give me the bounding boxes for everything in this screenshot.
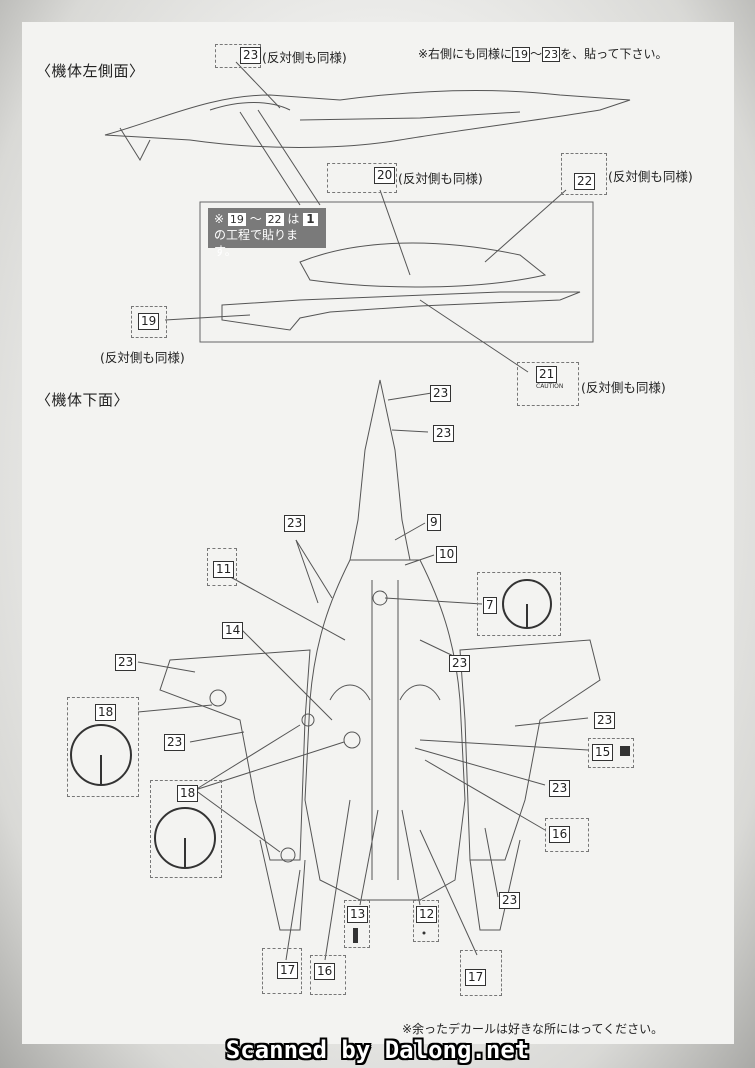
callout-particle: は [287,212,300,226]
bottom-view-left-wing [159,649,311,861]
label-23-nose-a: 23 [430,385,452,402]
decal-box-15 [588,738,634,768]
note-text-pre: ※右側にも同様に [418,47,513,61]
label-23-right-wing: 23 [594,712,616,729]
decal-box-17a [262,948,302,994]
label-13: 13 [347,906,369,923]
label-23-center: 23 [449,655,471,672]
bottom-view-right-fin [469,839,521,931]
callout-step-number: 1 [303,213,318,226]
decal-box-7 [477,572,561,636]
label-15: 15 [592,744,614,761]
label-23-left-wing: 23 [115,654,137,671]
bottom-view-left-fin [259,839,306,931]
bottom-view-body [304,559,466,901]
label-23-side: 23 [240,47,262,64]
same-opposite-label-19: (反対側も同様) [100,350,185,365]
section-title-side-view: 〈機体左側面〉 [36,62,145,80]
same-opposite-label-23: (反対側も同様) [262,50,347,65]
step-callout: ※ 19 〜 22 は 1 の工程で貼ります。 [208,208,326,258]
label-23-nose-b: 23 [433,425,455,442]
decal-box-17b [460,950,502,996]
same-opposite-label-21: (反対側も同様) [581,380,666,395]
label-16-b: 16 [314,963,336,980]
inset-lower-hull [221,291,581,331]
note-number-from: 19 [512,47,531,62]
label-9: 9 [427,514,441,531]
decal-box-22 [561,153,607,195]
bottom-view-right-wing [459,639,601,861]
decal-21-caution: CAUTION [536,383,564,390]
side-view-inset-frame [199,201,594,343]
decal-18-circle-b [154,807,216,869]
callout-mark: ※ [214,212,225,226]
same-opposite-label-20: (反対側も同様) [398,171,483,186]
decal-box-18b [150,780,222,878]
decal-7-circle [502,579,552,629]
side-view-fuselage [104,90,631,148]
note-number-to: 23 [542,47,561,62]
section-title-bottom-view: 〈機体下面〉 [36,391,130,409]
note-tilde: 〜 [530,47,543,61]
callout-tilde: 〜 [249,212,262,226]
side-view-tail [119,127,151,162]
label-12: 12 [416,906,438,923]
decal-box-11 [207,548,237,586]
label-23-left-mid: 23 [164,734,186,751]
label-16-a: 16 [549,826,571,843]
decal-box-21 [517,362,579,406]
side-view-canopy [209,102,291,111]
label-23-fore-left: 23 [284,515,306,532]
label-7: 7 [483,597,497,614]
leftover-decal-note: ※余ったデカールは好きな所にはってください。 [402,1022,664,1036]
callout-number-from: 19 [227,213,246,226]
label-20: 20 [374,167,396,184]
label-14: 14 [222,622,244,639]
decal-box-19 [131,306,167,338]
callout-line2: の工程で貼ります。 [214,228,299,258]
scan-watermark: Scanned by Dalong.net [225,1036,530,1064]
decal-box-18a [67,697,139,797]
decal-box-13 [344,900,370,948]
note-text-post: を、貼って下さい。 [560,47,668,61]
decal-box-16b [310,955,346,995]
decal-13-bar [353,928,358,943]
same-opposite-label-22: (反対側も同様) [608,169,693,184]
callout-number-to: 22 [265,213,284,226]
label-17-a: 17 [277,962,299,979]
bottom-view-nose [349,379,411,561]
label-18-b: 18 [177,785,199,802]
decal-box-12 [413,900,439,942]
label-17-b: 17 [465,969,487,986]
decal-box-20 [327,163,397,193]
decal-18-circle-a [70,724,132,786]
label-21: 21 [536,366,558,383]
label-18-a: 18 [95,704,117,721]
label-22: 22 [574,173,596,190]
label-19: 19 [138,313,160,330]
label-23-right-aft: 23 [499,892,521,909]
decal-15-square [620,746,630,756]
label-23-right-mid: 23 [549,780,571,797]
decal-box-16a [545,818,589,852]
inset-fuselage [299,242,547,288]
label-11: 11 [213,561,235,578]
label-10: 10 [436,546,458,563]
